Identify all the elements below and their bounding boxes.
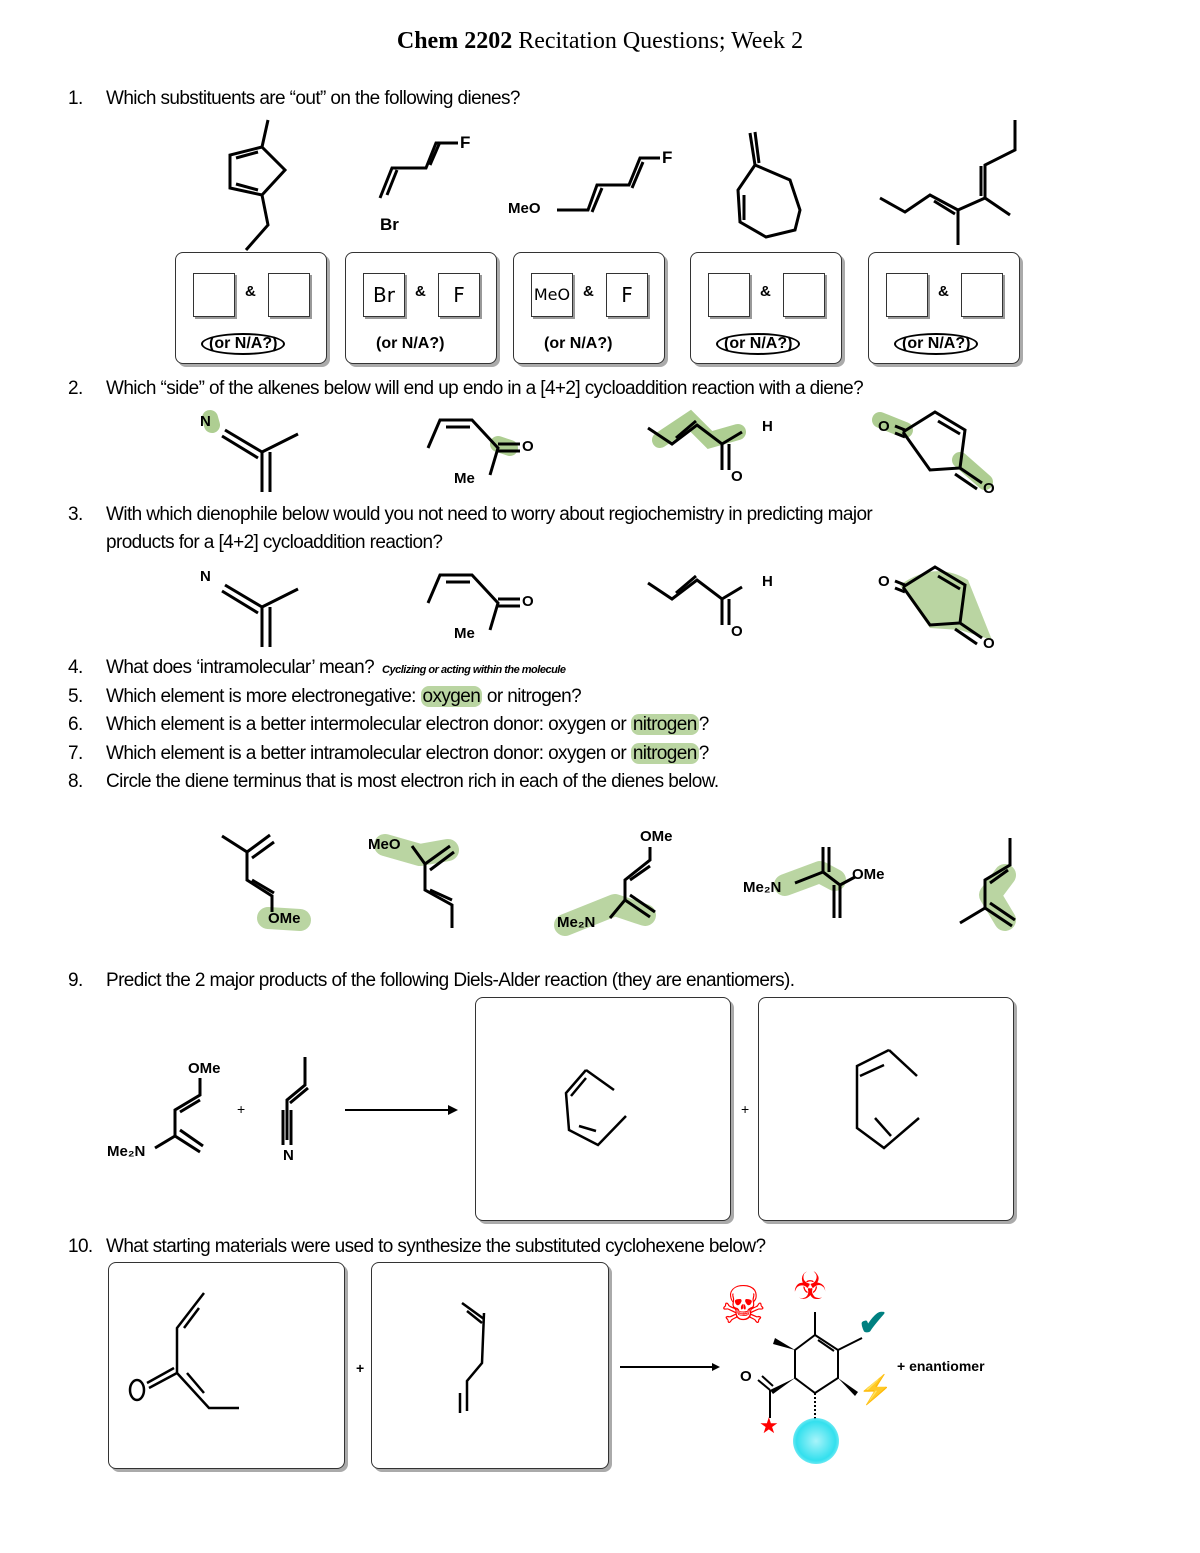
na-option[interactable]: (or N/A?) <box>376 335 445 352</box>
label-O: O <box>878 573 890 590</box>
starting-material-box-1[interactable] <box>108 1262 345 1469</box>
question-9: 9.Predict the 2 major products of the fo… <box>68 970 795 991</box>
label-H: H <box>762 418 773 435</box>
ampersand: & <box>245 283 256 300</box>
label-N: N <box>200 413 211 430</box>
q1-structures <box>228 119 1017 251</box>
lightning-bolt-icon: ⚡ <box>858 1374 893 1405</box>
checkmark-icon: ✔ <box>858 1302 889 1343</box>
ampersand: & <box>760 283 771 300</box>
label-F: F <box>460 133 471 152</box>
ampersand: & <box>938 283 949 300</box>
answer-input-left[interactable] <box>708 273 750 317</box>
question-1: 1.Which substituents are “out” on the fo… <box>68 88 521 109</box>
question-2: 2.Which “side” of the alkenes below will… <box>68 378 864 399</box>
question-8: 8.Circle the diene terminus that is most… <box>68 771 719 792</box>
answer-input-left[interactable]: MeO <box>531 273 573 317</box>
na-option[interactable]: (or N/A?) <box>201 333 286 355</box>
label-OMe: OMe <box>852 866 885 883</box>
label-MeO: MeO <box>508 200 541 217</box>
label-Me: Me <box>454 470 475 487</box>
answer-box-3: MeO & F (or N/A?) <box>513 252 665 364</box>
answer-box-5: & (or N/A?) <box>868 252 1020 364</box>
answer-box-4: & (or N/A?) <box>690 252 842 364</box>
handwritten-diene-sketch <box>128 1292 239 1410</box>
label-MeO: MeO <box>368 836 401 853</box>
label-O: O <box>522 593 534 610</box>
product-box-1[interactable] <box>475 997 731 1221</box>
na-option[interactable]: (or N/A?) <box>544 335 613 352</box>
cyan-sphere-icon <box>793 1418 839 1464</box>
label-Me: Me <box>454 625 475 642</box>
highlight-nitrogen: nitrogen <box>630 743 699 764</box>
question-7: 7.Which element is a better intramolecul… <box>68 743 709 764</box>
label-O: O <box>740 1368 752 1385</box>
na-option[interactable]: (or N/A?) <box>716 333 801 355</box>
star-icon: ★ <box>759 1413 779 1438</box>
biohazard-icon: ☣ <box>793 1266 828 1308</box>
plus-sign: + <box>356 1360 365 1376</box>
label-Br: Br <box>380 215 399 234</box>
question-6: 6.Which element is a better intermolecul… <box>68 714 709 735</box>
handwritten-ring-sketch <box>855 1048 920 1150</box>
enantiomer-label: + enantiomer <box>897 1358 985 1374</box>
question-10: 10.What starting materials were used to … <box>68 1236 766 1257</box>
label-F-2: F <box>662 148 673 167</box>
label-O: O <box>731 468 743 485</box>
handwritten-ring-sketch <box>564 1068 627 1147</box>
answer-box-2: Br & F (or N/A?) <box>345 252 497 364</box>
product-box-2[interactable] <box>758 997 1014 1221</box>
answer-input-right[interactable]: F <box>606 273 648 317</box>
question-3: 3.With which dienophile below would you … <box>68 504 873 525</box>
plus-sign: + <box>237 1101 246 1117</box>
answer-input-right[interactable] <box>783 273 825 317</box>
label-Me2N: Me₂N <box>743 879 782 896</box>
label-O: O <box>878 418 890 435</box>
highlight-nitrogen: nitrogen <box>630 714 699 735</box>
answer-input-right[interactable] <box>961 273 1003 317</box>
na-option[interactable]: (or N/A?) <box>894 333 979 355</box>
label-OMe: OMe <box>640 828 673 845</box>
answer-input-left[interactable]: Br <box>363 273 405 317</box>
starting-material-box-2[interactable] <box>371 1262 609 1469</box>
label-O: O <box>731 623 743 640</box>
answer-input-right[interactable]: F <box>438 273 480 317</box>
answer-input-right[interactable] <box>268 273 310 317</box>
highlight-oxygen: oxygen <box>420 686 483 707</box>
label-N: N <box>200 568 211 585</box>
label-OMe: OMe <box>188 1060 221 1077</box>
handwritten-answer: Cyclizing or acting within the molecule <box>382 664 566 676</box>
label-O: O <box>983 635 995 652</box>
label-Me2N: Me₂N <box>107 1143 146 1160</box>
label-N: N <box>283 1147 294 1164</box>
skull-crossbones-icon: ☠ <box>720 1277 767 1335</box>
plus-sign: + <box>741 1101 750 1117</box>
ampersand: & <box>415 283 426 300</box>
answer-box-1: & (or N/A?) <box>175 252 327 364</box>
label-O: O <box>522 438 534 455</box>
page-title: Chem 2202 Recitation Questions; Week 2 <box>396 28 804 54</box>
ampersand: & <box>583 283 594 300</box>
handwritten-dienophile-sketch <box>458 1301 486 1413</box>
answer-input-left[interactable] <box>193 273 235 317</box>
question-4: 4.What does ‘intramolecular’ mean?Cycliz… <box>68 657 566 678</box>
question-3-line-2: products for a [4+2] cycloaddition react… <box>106 532 443 553</box>
label-OMe: OMe <box>268 910 301 927</box>
label-Me2N: Me₂N <box>557 914 596 931</box>
question-5: 5.Which element is more electronegative:… <box>68 686 582 707</box>
label-O: O <box>983 480 995 497</box>
answer-input-left[interactable] <box>886 273 928 317</box>
label-H: H <box>762 573 773 590</box>
